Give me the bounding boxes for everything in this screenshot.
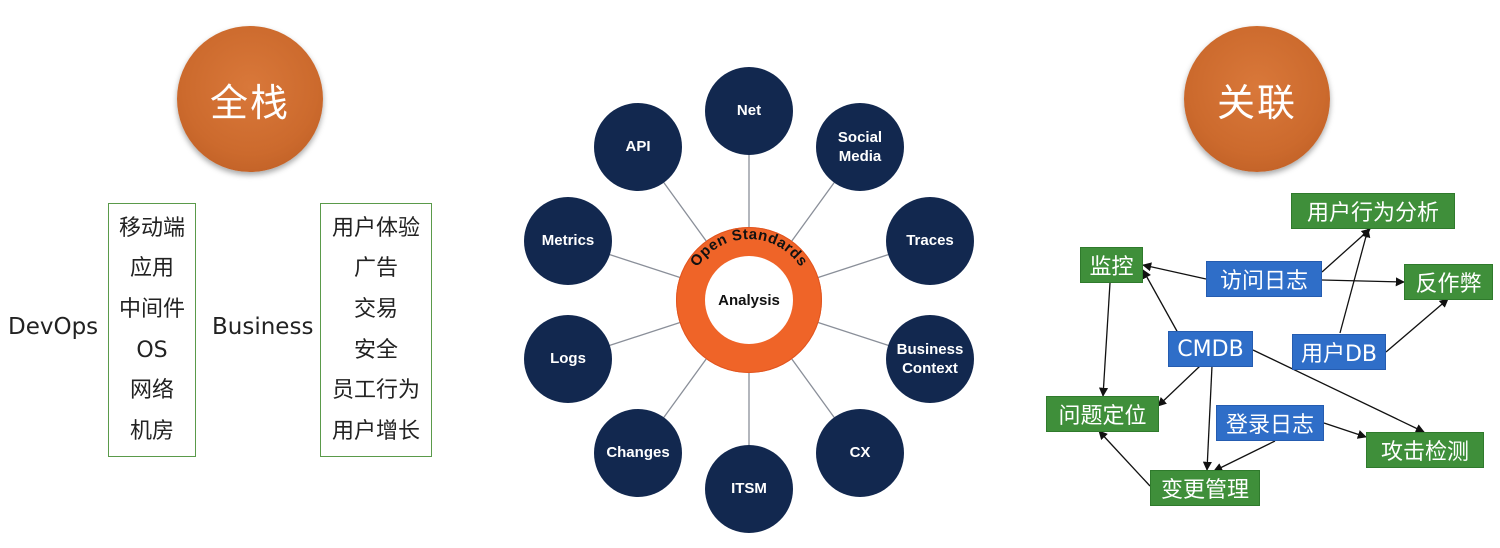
devops-label: DevOps: [8, 314, 99, 340]
hub-node-label: ITSM: [731, 480, 767, 498]
box-label: 攻击检测: [1380, 440, 1469, 465]
box-label: 问题定位: [1058, 404, 1147, 429]
list-item: 移动端: [118, 215, 185, 241]
box-label: 用户DB: [1300, 342, 1378, 367]
arrow-line: [1098, 430, 1151, 487]
box-monitor: 监控: [1080, 247, 1143, 283]
box-label: 访问日志: [1219, 269, 1308, 294]
list-item: 员工行为: [331, 378, 420, 404]
business-list: 用户体验 广告 交易 安全 员工行为 用户增长: [320, 203, 432, 457]
arrow-line: [1142, 262, 1207, 280]
list-item: 用户增长: [331, 418, 420, 444]
list-item: 中间件: [118, 296, 185, 322]
arrow-line: [1202, 365, 1213, 471]
box-cmdb: CMDB: [1168, 331, 1253, 367]
hub-node-label: CX: [849, 444, 871, 462]
relation-title: 关联: [1216, 80, 1297, 125]
arrow-line: [1323, 422, 1367, 439]
hub-node-itsm: ITSM: [705, 445, 793, 533]
arrow-line: [1321, 277, 1405, 287]
box-change-mgmt: 变更管理: [1150, 470, 1260, 506]
list-item: OS: [136, 337, 168, 363]
fullstack-title: 全栈: [209, 80, 290, 125]
box-label: 用户行为分析: [1306, 201, 1439, 226]
hub-node-changes: Changes: [594, 409, 682, 497]
box-label: 监控: [1089, 255, 1134, 280]
hub-node-label: Business Context: [896, 340, 964, 378]
hub-node-business-context: Business Context: [886, 315, 974, 403]
arrow-line: [1252, 349, 1425, 433]
hub-node-label: Social Media: [837, 128, 883, 166]
hub-node-social-media: Social Media: [816, 103, 904, 191]
hub-node-label: Net: [736, 102, 762, 120]
arrow-line: [1213, 440, 1276, 472]
box-attack-detect: 攻击检测: [1366, 432, 1484, 468]
hub-node-net: Net: [705, 67, 793, 155]
list-item: 安全: [353, 337, 398, 363]
box-problem-locate: 问题定位: [1046, 396, 1159, 432]
box-label: 变更管理: [1160, 478, 1249, 503]
hub-center: Analysis: [705, 256, 793, 344]
box-login-log: 登录日志: [1216, 405, 1324, 441]
hub-center-label: Analysis: [718, 291, 780, 309]
list-item: 交易: [353, 296, 398, 322]
arrow-line: [1385, 298, 1449, 353]
arrow-line: [1339, 228, 1371, 334]
box-label: CMDB: [1177, 336, 1244, 362]
box-label: 反作弊: [1415, 272, 1482, 297]
box-user-db: 用户DB: [1292, 334, 1386, 370]
hub-node-logs: Logs: [524, 315, 612, 403]
box-access-log: 访问日志: [1206, 261, 1322, 297]
box-user-behavior-analysis: 用户行为分析: [1291, 193, 1455, 229]
hub-node-label: Logs: [550, 350, 586, 368]
hub-node-label: Changes: [606, 444, 670, 462]
business-label: Business: [212, 314, 314, 340]
hub-node-cx: CX: [816, 409, 904, 497]
hub-node-traces: Traces: [886, 197, 974, 285]
hub-node-label: Metrics: [541, 232, 595, 250]
list-item: 机房: [129, 418, 174, 444]
devops-list: 移动端 应用 中间件 OS 网络 机房: [108, 203, 196, 457]
box-anti-fraud: 反作弊: [1404, 264, 1493, 300]
list-item: 用户体验: [331, 215, 420, 241]
arrow-line: [1142, 269, 1179, 334]
arrow-line: [1157, 365, 1201, 407]
list-item: 网络: [129, 378, 174, 404]
hub-node-api: API: [594, 103, 682, 191]
list-item: 广告: [353, 256, 398, 282]
hub-node-label: API: [625, 138, 651, 156]
box-label: 登录日志: [1225, 413, 1314, 438]
arrow-line: [1098, 282, 1111, 397]
hub-node-metrics: Metrics: [524, 197, 612, 285]
fullstack-title-circle: 全栈: [177, 26, 323, 172]
relation-title-circle: 关联: [1184, 26, 1330, 172]
hub-node-label: Traces: [906, 232, 954, 250]
list-item: 应用: [129, 256, 174, 282]
